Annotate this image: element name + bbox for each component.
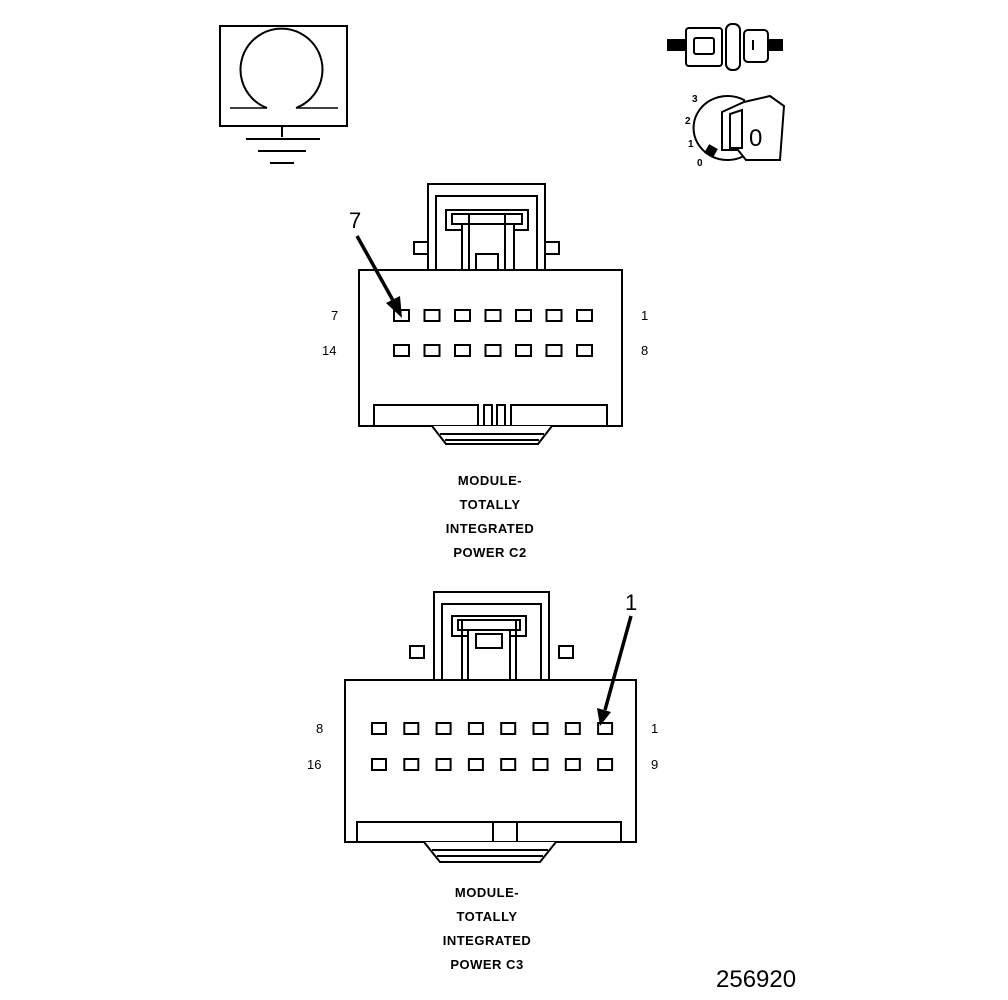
c3-pin-11	[532, 758, 549, 771]
c3-pin-4	[500, 722, 517, 735]
c3-pin-1	[597, 722, 614, 735]
c3-pin-15	[403, 758, 420, 771]
connector-c3: 8 1 16 9 1 MODULE- TOTALLY INTEGRATED PO…	[307, 590, 658, 972]
c2-pin-2	[545, 309, 563, 322]
key-mark: 0	[749, 125, 762, 152]
c2-caption-line-2: TOTALLY	[459, 497, 520, 512]
c2-pin-13	[423, 344, 441, 357]
c3-pin-16	[371, 758, 387, 771]
c2-pin-1	[576, 309, 593, 322]
c2-pin-10	[515, 344, 532, 357]
c3-pin-9	[597, 758, 614, 771]
c2-pin-label-14: 14	[322, 343, 336, 358]
c3-pin-6	[435, 722, 452, 735]
c3-pin-8	[371, 722, 387, 735]
c2-pin-11	[484, 344, 502, 357]
c3-pin-label-16: 16	[307, 757, 321, 772]
key-position-2: 2	[685, 116, 691, 127]
c3-pin-3	[532, 722, 549, 735]
c2-caption-line-3: INTEGRATED	[446, 521, 535, 536]
c3-pin-label-1: 1	[651, 721, 658, 736]
c2-pin-6	[423, 309, 441, 322]
key-position-3: 3	[692, 94, 698, 105]
key-position-1: 1	[688, 139, 694, 150]
c2-caption-line-1: MODULE-	[458, 473, 522, 488]
c3-pin-7	[403, 722, 420, 735]
key-position-0: 0	[697, 158, 703, 169]
c3-pin-2	[564, 722, 581, 735]
c2-callout: 7	[349, 208, 361, 233]
c2-pin-4	[484, 309, 502, 322]
c3-pin-10	[564, 758, 581, 771]
c2-caption-line-4: POWER C2	[453, 545, 526, 560]
c3-callout: 1	[625, 590, 637, 615]
c3-pin-label-9: 9	[651, 757, 658, 772]
c3-pin-label-8: 8	[316, 721, 323, 736]
key-fob-icon	[667, 23, 783, 71]
c2-pin-3	[515, 309, 532, 322]
connector-c2: 7 1 14 8 7 MODULE- TOTALLY INTEGRATED PO…	[322, 183, 648, 560]
c2-pin-9	[545, 344, 563, 357]
c3-caption-line-2: TOTALLY	[456, 909, 517, 924]
c3-pin-14	[435, 758, 452, 771]
ignition-key-icon: 3 2 1 0 0	[685, 94, 786, 169]
c2-pin-8	[576, 344, 593, 357]
c2-pin-label-1: 1	[641, 308, 648, 323]
c2-pin-label-8: 8	[641, 343, 648, 358]
c2-pin-14	[393, 344, 410, 357]
c2-pin-5	[454, 309, 471, 322]
c3-caption-line-3: INTEGRATED	[443, 933, 532, 948]
c3-pin-5	[467, 722, 484, 735]
c2-pin-12	[454, 344, 471, 357]
c3-pin-12	[500, 758, 517, 771]
figure-id: 256920	[716, 966, 796, 993]
c3-pin-13	[467, 758, 484, 771]
c3-caption-line-4: POWER C3	[450, 957, 523, 972]
ground-symbol-icon	[219, 25, 348, 164]
c3-caption-line-1: MODULE-	[455, 885, 519, 900]
c2-pin-label-7: 7	[331, 308, 338, 323]
